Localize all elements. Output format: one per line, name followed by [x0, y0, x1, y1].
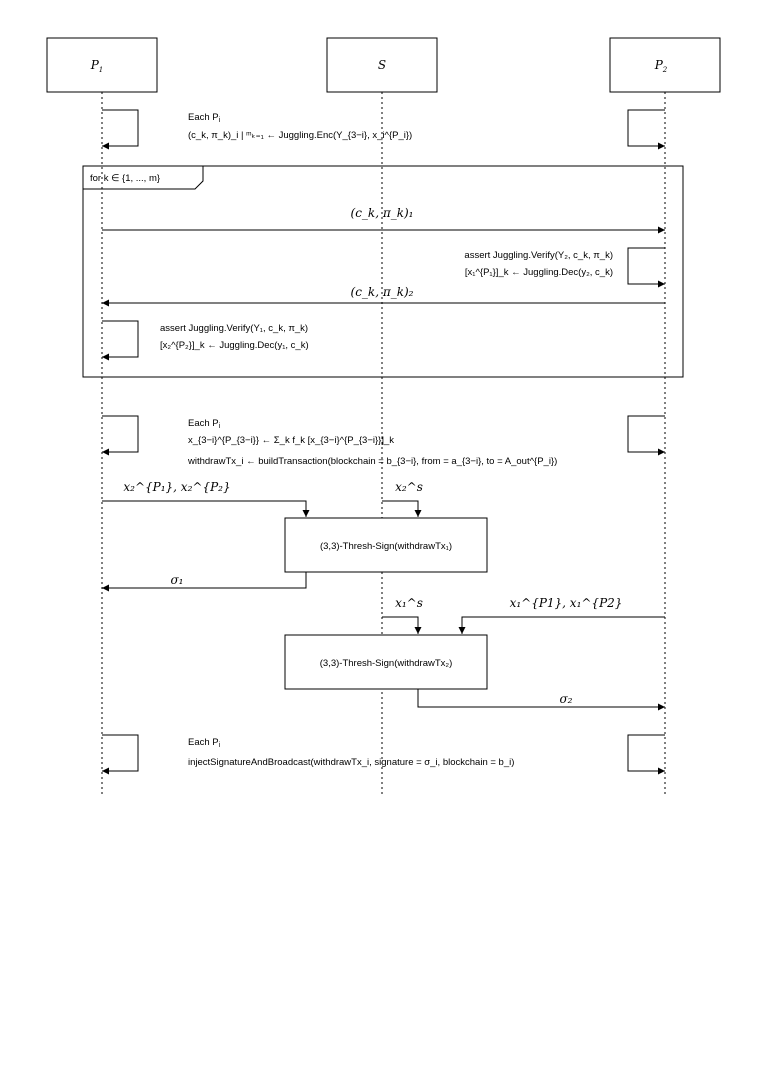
note-p1-dec: [x₂^{P₂}]_k ← Juggling.Dec(y₁, c_k) [160, 340, 309, 351]
self-msg-p2-inject [627, 734, 665, 775]
note-inject: injectSignatureAndBroadcast(withdrawTx_i… [188, 757, 514, 768]
msg-sigma-2 [417, 689, 665, 711]
note-p2-dec: [x₁^{P₁}]_k ← Juggling.Dec(y₂, c_k) [465, 267, 613, 278]
participant-p2-sub: 2 [662, 66, 668, 74]
self-msg-p1-inject [102, 734, 139, 775]
msg-sigma-2-label: σ₂ [559, 692, 572, 706]
self-msg-p2-verify [627, 247, 665, 288]
msg-ck-pik-1-label: (c_k, π_k)₁ [351, 206, 414, 220]
participant-p1-label: P [90, 58, 100, 72]
process-sign-1 [284, 517, 488, 573]
note-build-tx: withdrawTx_i ← buildTransaction(blockcha… [187, 456, 557, 467]
svg-text:P1: P1 [90, 58, 104, 74]
msg-x2-pair-label: x₂^{P₁}, x₂^{P₂} [123, 480, 230, 494]
self-msg-p1-build [102, 415, 139, 456]
msg-x1-pair [458, 616, 665, 634]
note-sum-each: Each Pi [188, 418, 221, 430]
note-inject-each: Each Pi [188, 737, 221, 749]
participant-p2-label: P [654, 58, 664, 72]
msg-sigma-1-label: σ₁ [170, 573, 183, 587]
msg-x2-pair [102, 500, 310, 517]
process-sign-2-label: (3,3)-Thresh-Sign(withdrawTx₂) [320, 658, 453, 669]
participant-p1: P1 [46, 37, 158, 93]
note-enc-formula: (c_k, π_k)_i | ᵐₖ₌₁ ← Juggling.Enc(Y_{3−… [188, 130, 412, 141]
loop-frame: for k ∈ {1, ..., m} [82, 165, 684, 378]
self-msg-p2-enc [627, 109, 665, 150]
participant-s: S [326, 37, 438, 93]
msg-sigma-1 [102, 572, 307, 592]
note-sum-formula: x_{3−i}^{P_{3−i}} ← Σ_k f_k [x_{3−i}^{P_… [188, 435, 394, 446]
msg-x1-pair-label: x₁^{P1}, x₁^{P2} [510, 596, 623, 610]
msg-ck-pik-2-label: (c_k, π_k)₂ [351, 285, 414, 299]
loop-label: for k ∈ {1, ..., m} [90, 173, 160, 184]
note-p2-verify: assert Juggling.Verify(Y₂, c_k, π_k) [464, 250, 613, 261]
note-enc-each: Each Pi [188, 112, 221, 124]
process-sign-1-label: (3,3)-Thresh-Sign(withdrawTx₁) [320, 541, 452, 552]
msg-x2-s [382, 500, 422, 517]
note-p1-verify: assert Juggling.Verify(Y₁, c_k, π_k) [160, 323, 308, 334]
svg-text:P2: P2 [654, 58, 668, 74]
msg-x2-s-label: x₂^s [395, 480, 423, 494]
msg-x1-s [382, 616, 422, 634]
participant-p1-sub: 1 [99, 66, 103, 74]
participant-s-label: S [378, 58, 386, 72]
participant-p2: P2 [609, 37, 721, 93]
msg-x1-s-label: x₁^s [395, 596, 423, 610]
process-sign-2 [284, 634, 488, 690]
self-msg-p1-enc [102, 109, 139, 150]
self-msg-p2-build [627, 415, 665, 456]
self-msg-p1-verify [102, 320, 139, 361]
